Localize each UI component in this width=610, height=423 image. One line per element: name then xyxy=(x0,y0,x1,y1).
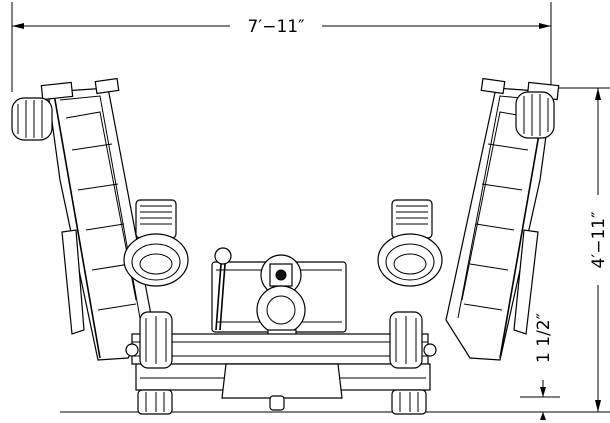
right-outer-roller xyxy=(515,91,555,139)
hitch-lever xyxy=(214,247,232,331)
height-dimension-label: 4′−11″ xyxy=(589,212,609,269)
center-pto-gearbox xyxy=(211,254,347,351)
right-gearbox xyxy=(377,199,443,287)
clearance-arrow-top xyxy=(540,387,546,397)
height-arrow-bottom xyxy=(595,400,601,412)
width-dimension-label: 7′−11″ xyxy=(248,17,305,37)
left-skid xyxy=(61,229,85,335)
clearance-dimension-label: 1 1/2″ xyxy=(534,313,554,363)
right-wheel xyxy=(389,311,427,415)
main-frame xyxy=(131,333,431,399)
clearance-dimension: 1 1/2″ xyxy=(520,313,560,420)
left-wheel xyxy=(137,311,173,415)
left-gearbox xyxy=(123,199,189,287)
right-skid xyxy=(513,229,539,335)
height-arrow-top xyxy=(595,88,601,100)
width-dimension: 7′−11″ xyxy=(11,2,552,92)
wing-hinges xyxy=(125,343,437,357)
width-arrow-left xyxy=(12,23,24,29)
left-wing-deck xyxy=(40,77,153,361)
center-gauge-wheel xyxy=(269,395,285,411)
left-outer-roller xyxy=(11,97,53,141)
clearance-arrow-bottom xyxy=(540,412,546,420)
width-arrow-right xyxy=(539,23,551,29)
